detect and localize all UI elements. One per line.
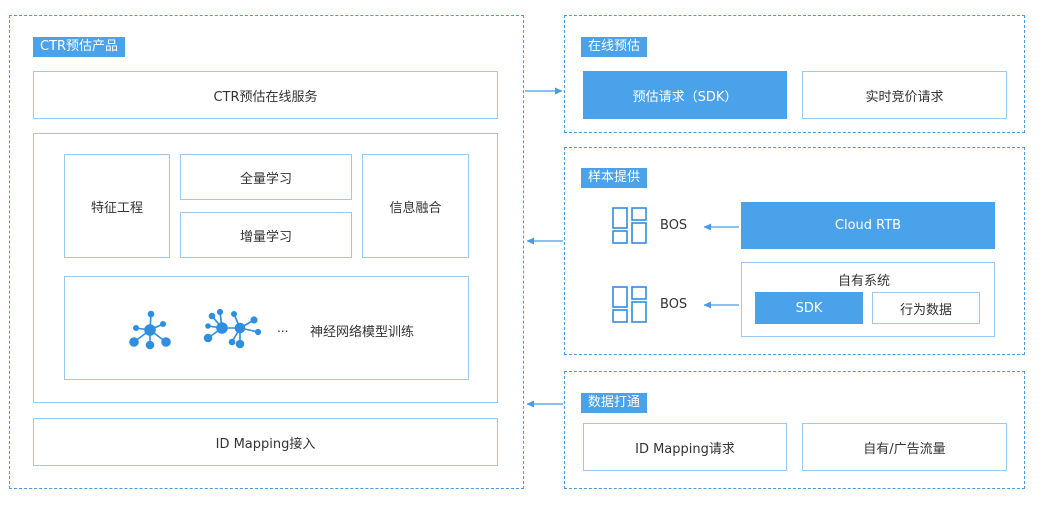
- behavior-data-box[interactable]: 行为数据: [872, 292, 980, 324]
- bos-storage-icon: [631, 207, 647, 244]
- id-mapping-request-box[interactable]: ID Mapping请求: [583, 423, 787, 471]
- online-predict-panel: [564, 15, 1025, 133]
- full-learning-box[interactable]: 全量学习: [180, 154, 352, 200]
- predict-request-sdk-box[interactable]: 预估请求（SDK）: [583, 71, 787, 119]
- online-predict-title: 在线预估: [581, 37, 648, 57]
- feature-engineering-box[interactable]: 特征工程: [64, 154, 170, 258]
- large-network-icon: [203, 308, 262, 349]
- bos-storage-icon: [631, 286, 647, 323]
- sample-provide-title: 样本提供: [581, 168, 648, 188]
- bos-storage-icon: [612, 286, 628, 323]
- own-ad-traffic-box[interactable]: 自有/广告流量: [802, 423, 1007, 471]
- bos-label-top: BOS: [660, 218, 688, 233]
- nn-training-box[interactable]: [64, 276, 469, 380]
- ctr-online-service-box[interactable]: CTR预估在线服务: [33, 71, 498, 119]
- data-integration-panel: [564, 371, 1025, 489]
- bos-label-bottom: BOS: [660, 297, 688, 312]
- id-mapping-access-box[interactable]: ID Mapping接入: [33, 418, 498, 466]
- sdk-box[interactable]: SDK: [755, 292, 863, 324]
- own-system-label: 自有系统: [838, 274, 891, 289]
- incremental-learning-box[interactable]: 增量学习: [180, 212, 352, 258]
- ctr-product-panel: [9, 15, 524, 489]
- sample-provide-panel: [564, 147, 1025, 355]
- info-fusion-box[interactable]: 信息融合: [362, 154, 469, 258]
- rtb-request-box[interactable]: 实时竞价请求: [802, 71, 1007, 119]
- network-ellipsis: ...: [277, 321, 289, 335]
- ctr-product-title: CTR预估产品: [33, 37, 126, 57]
- bos-storage-icon: [612, 207, 628, 244]
- nn-training-label: 神经网络模型训练: [310, 325, 415, 340]
- cloud-rtb-box[interactable]: Cloud RTB: [741, 202, 995, 249]
- data-integration-title: 数据打通: [581, 393, 648, 413]
- small-network-icon: [129, 310, 171, 350]
